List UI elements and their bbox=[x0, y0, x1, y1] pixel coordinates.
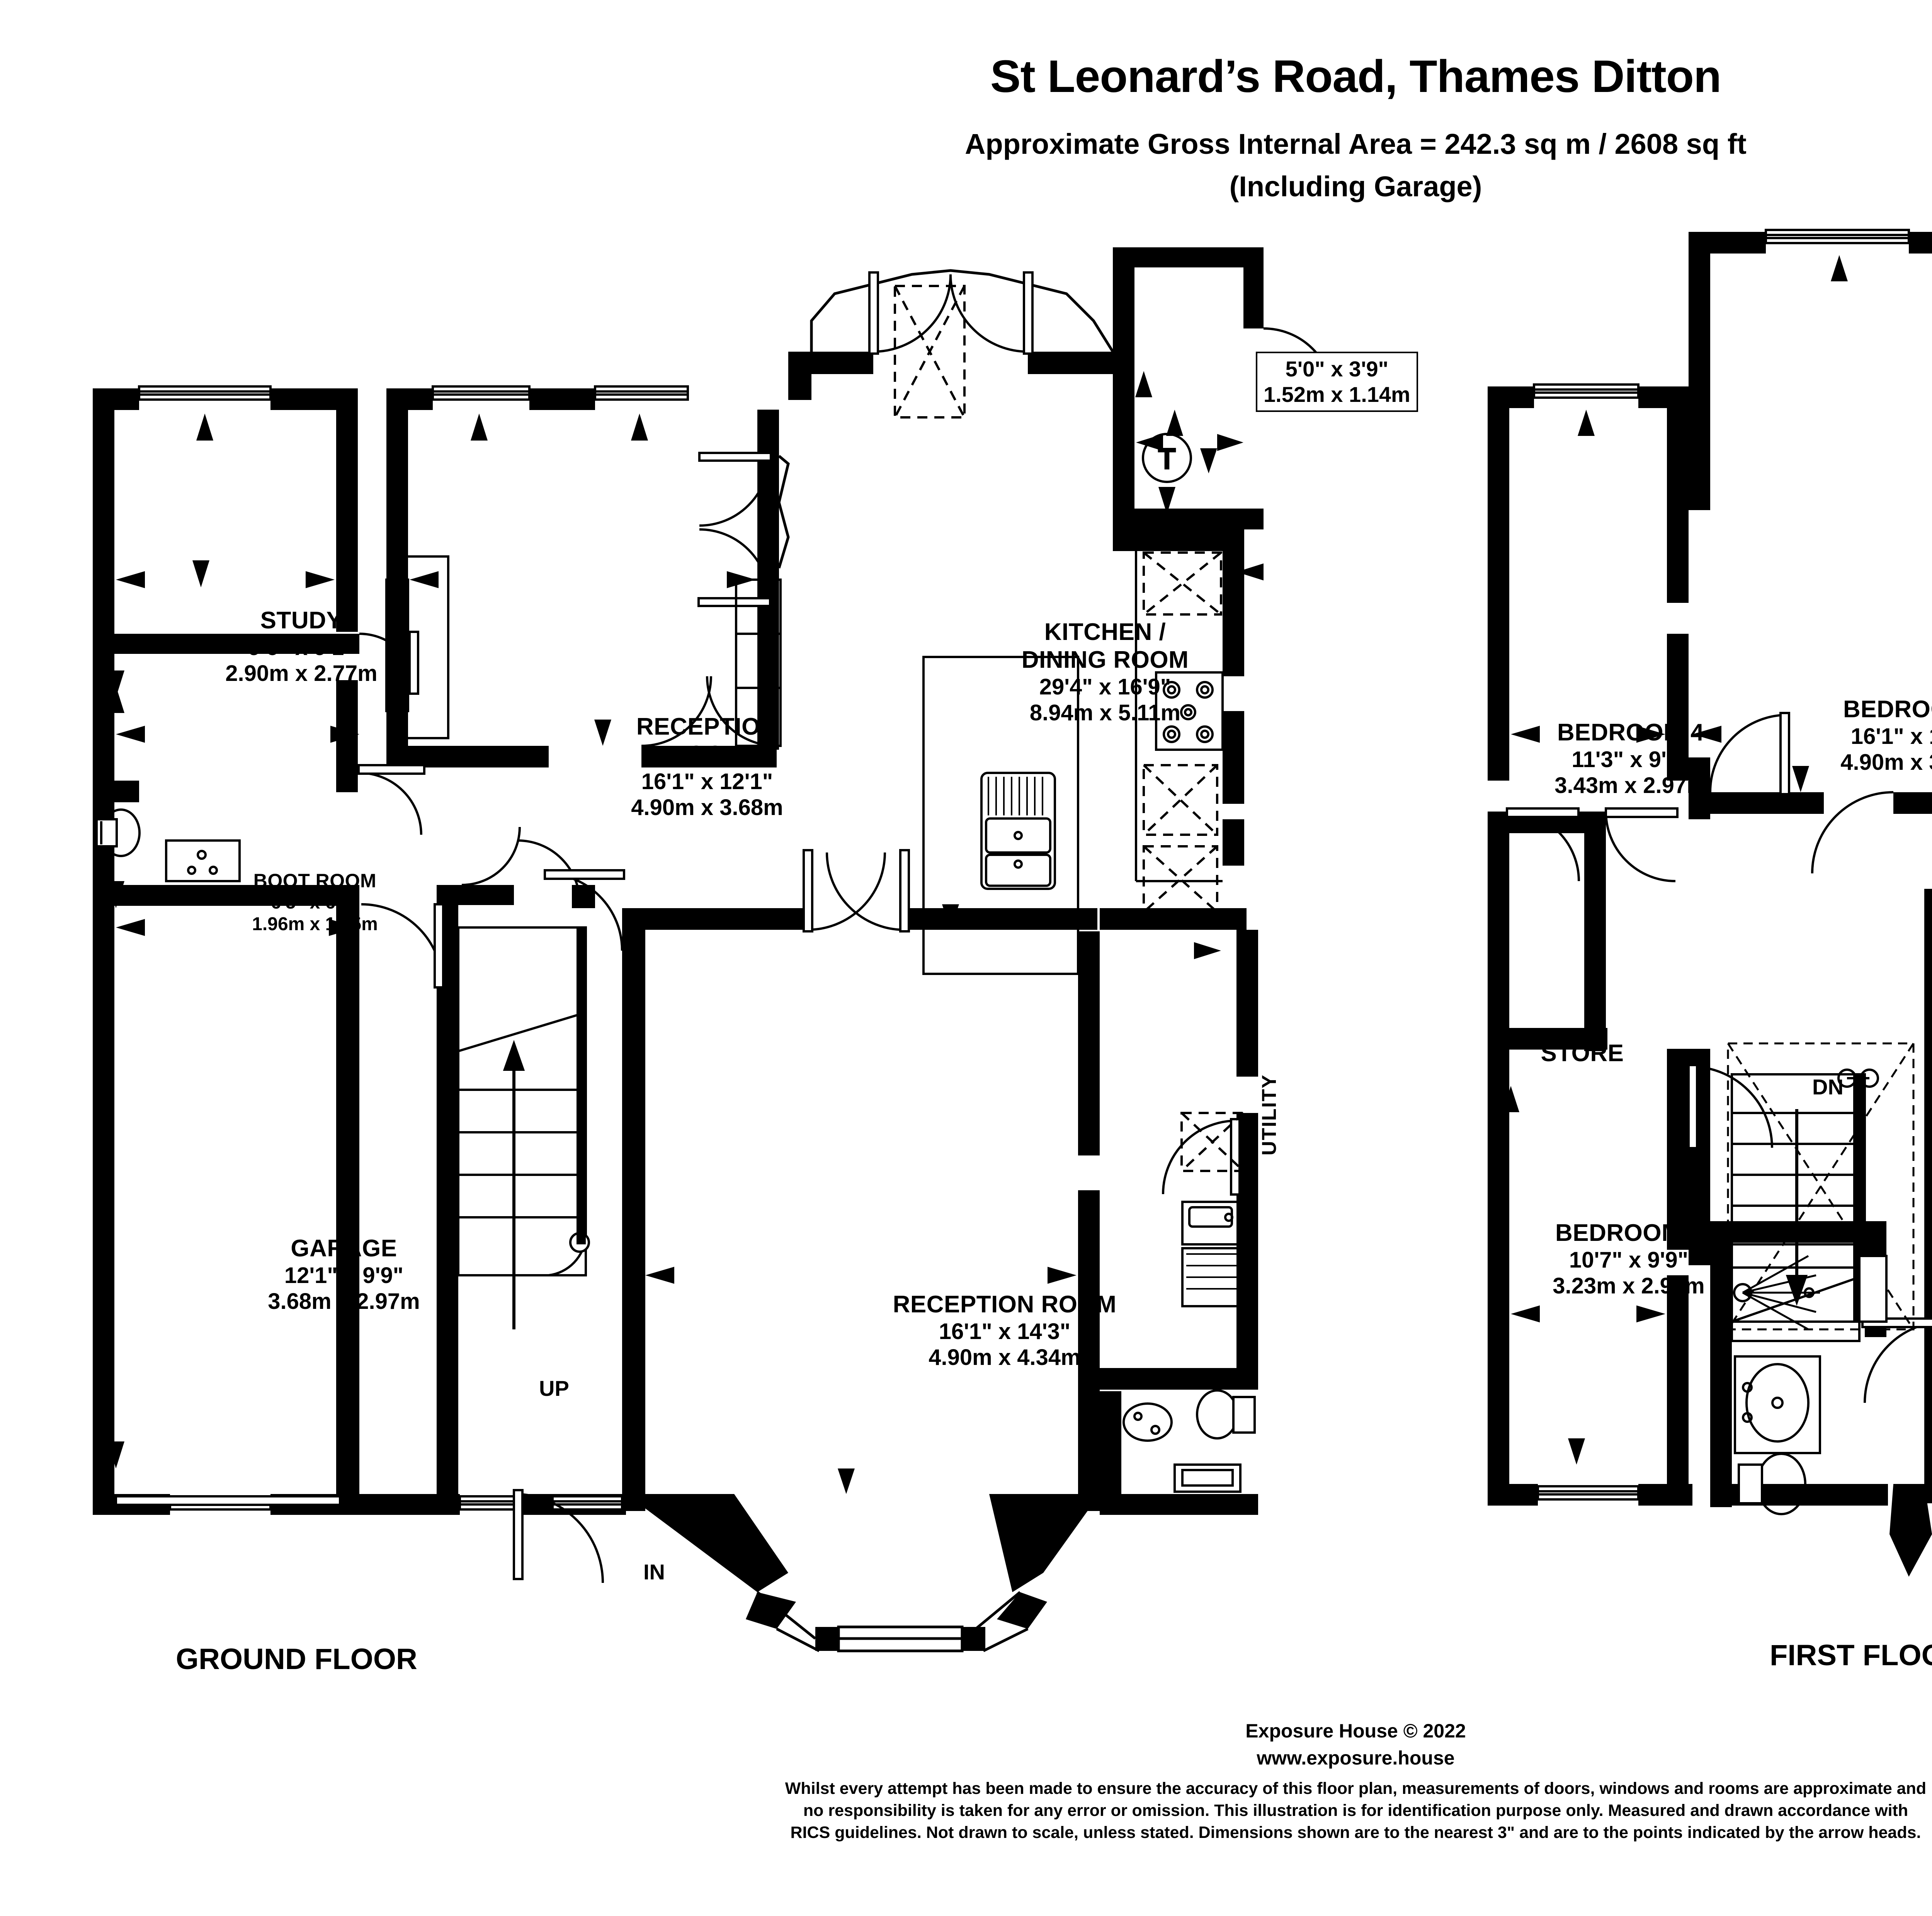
ground-floor-caption: GROUND FLOOR bbox=[176, 1643, 417, 1676]
entrance-label: IN bbox=[643, 1560, 665, 1584]
room-name: BEDROOM 5 bbox=[1555, 1220, 1702, 1246]
disclaimer-line-1: Whilst every attempt has been made to en… bbox=[785, 1779, 1927, 1798]
room-name: BEDROOM 4 bbox=[1557, 719, 1704, 746]
room-name: STORE bbox=[1541, 1040, 1624, 1067]
room-imperial: 16'1" x 12'1" bbox=[641, 769, 773, 794]
room-label-reception-room-lower: RECEPTION ROOM 16'1" x 14'3" 4.90m x 4.3… bbox=[893, 1291, 1117, 1370]
room-name: STUDY bbox=[260, 607, 343, 634]
room-label-boot-room: BOOT ROOM 6'5" x 6'1" 1.96m x 1.85m bbox=[252, 870, 378, 935]
room-metric: 3.68m x 2.97m bbox=[268, 1289, 420, 1314]
room-name: BEDROOM 2 bbox=[1843, 696, 1932, 723]
ground-floor-plan: T bbox=[93, 247, 1337, 1652]
stairs-up-label: UP bbox=[539, 1376, 569, 1400]
website-text: www.exposure.house bbox=[1257, 1747, 1455, 1769]
copyright-text: Exposure House © 2022 bbox=[1245, 1720, 1466, 1742]
room-metric: 3.23m x 2.97m bbox=[1553, 1273, 1705, 1299]
room-label-store: STORE bbox=[1541, 1040, 1624, 1067]
room-label-kitchen-dining: KITCHEN / DINING ROOM 29'4" x 16'9" 8.94… bbox=[1022, 618, 1189, 726]
room-imperial: 9'6" x 9'1" bbox=[248, 635, 355, 660]
disclaimer-text: Whilst every attempt has been made to en… bbox=[0, 1778, 1932, 1844]
callout-imperial: 5'0" x 3'9" bbox=[1285, 357, 1389, 381]
room-name: BOOT ROOM bbox=[253, 870, 377, 892]
callout-cloakroom-dimensions: 5'0" x 3'9" 1.52m x 1.14m bbox=[1256, 352, 1418, 412]
room-imperial: 16'1" x 14'3" bbox=[939, 1319, 1071, 1344]
room-label-study: STUDY 9'6" x 9'1" 2.90m x 2.77m bbox=[225, 607, 377, 686]
page-title: St Leonard’s Road, Thames Ditton bbox=[990, 51, 1721, 102]
room-name: RECEPTION ROOM bbox=[893, 1291, 1117, 1318]
room-imperial: 16'1" x 12'3" bbox=[1850, 723, 1932, 749]
room-label-bedroom-5: BEDROOM 5 10'7" x 9'9" 3.23m x 2.97m bbox=[1553, 1219, 1704, 1299]
room-metric: 4.90m x 4.34m bbox=[929, 1345, 1081, 1370]
room-name: GARAGE bbox=[291, 1235, 397, 1262]
room-label-bedroom-2: BEDROOM 2 16'1" x 12'3" 4.90m x 3.73m bbox=[1840, 696, 1932, 775]
room-name-line1: KITCHEN / bbox=[1044, 619, 1166, 645]
room-metric: 4.90m x 3.68m bbox=[631, 795, 783, 820]
room-metric: 4.90m x 3.73m bbox=[1840, 750, 1932, 775]
room-imperial: 29'4" x 16'9" bbox=[1039, 674, 1171, 699]
disclaimer-line-3: RICS guidelines. Not drawn to scale, unl… bbox=[790, 1823, 1921, 1842]
garage-note: (Including Garage) bbox=[1229, 170, 1482, 202]
stairs-down-label: DN bbox=[1812, 1075, 1844, 1099]
room-label-bedroom-4: BEDROOM 4 11'3" x 9'9" 3.43m x 2.97m bbox=[1554, 719, 1706, 798]
room-imperial: 6'5" x 6'1" bbox=[270, 892, 359, 913]
disclaimer-line-2: no responsibility is taken for any error… bbox=[803, 1801, 1908, 1820]
room-metric: 3.43m x 2.97m bbox=[1554, 773, 1707, 798]
room-imperial: 11'3" x 9'9" bbox=[1571, 747, 1690, 772]
room-metric: 1.96m x 1.85m bbox=[252, 914, 378, 934]
callout-metric: 1.52m x 1.14m bbox=[1264, 382, 1410, 407]
room-label-garage: GARAGE 12'1" x 9'9" 3.68m x 2.97m bbox=[268, 1235, 420, 1314]
room-imperial: 10'7" x 9'9" bbox=[1569, 1247, 1689, 1273]
room-label-reception-room-upper: RECEPTION ROOM 16'1" x 12'1" 4.90m x 3.6… bbox=[631, 713, 783, 820]
utility-label: UTILITY bbox=[1258, 1074, 1281, 1155]
room-imperial: 12'1" x 9'9" bbox=[284, 1263, 404, 1288]
room-name-line2: ROOM bbox=[669, 741, 745, 768]
room-metric: 2.90m x 2.77m bbox=[225, 661, 378, 686]
first-floor-caption: FIRST FLOOR bbox=[1770, 1639, 1932, 1672]
area-subtitle: Approximate Gross Internal Area = 242.3 … bbox=[965, 128, 1747, 160]
room-name-line2: DINING ROOM bbox=[1021, 646, 1189, 673]
room-name-line1: RECEPTION bbox=[636, 713, 778, 740]
first-floor-plan bbox=[1488, 229, 1932, 1577]
room-metric: 8.94m x 5.11m bbox=[1029, 700, 1181, 726]
